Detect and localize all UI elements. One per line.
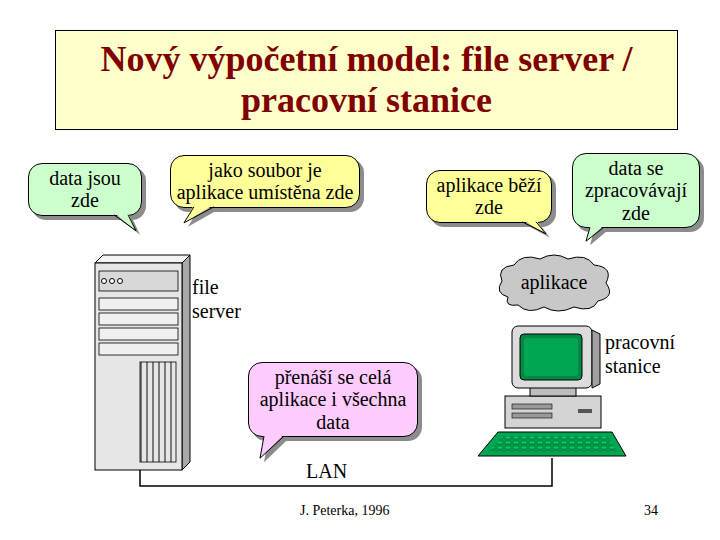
text-label: pracovní stanice [605,330,700,378]
text-label: 34 [644,503,684,520]
callout-text: jako soubor je aplikace umístěna zde [175,159,355,204]
cloud-shape: aplikace [494,253,614,311]
callout-bubble: data jsou zde [28,163,142,216]
lan-line [140,458,552,486]
text-label: file server [192,275,254,323]
callout-text: data jsou zde [33,167,137,212]
callout-bubble: aplikace běží zde [426,170,552,223]
server-tower [95,255,190,470]
title-box: Nový výpočetní model: file server / prac… [55,30,678,130]
callout-text: aplikace běží zde [431,174,547,219]
title: Nový výpočetní model: file server / prac… [56,39,677,122]
workstation [478,326,626,456]
callout-bubble: přenáší se celá aplikace i všechna data [248,362,418,437]
callout-text: přenáší se celá aplikace i všechna data [253,366,413,433]
text-label: J. Peterka, 1996 [300,503,440,520]
callout-bubble: data se zpracovávají zde [572,153,700,228]
callout-bubble: jako soubor je aplikace umístěna zde [170,155,360,208]
callout-text: aplikace [521,271,588,293]
callout-text: data se zpracovávají zde [577,157,695,224]
text-label: LAN [306,459,366,483]
